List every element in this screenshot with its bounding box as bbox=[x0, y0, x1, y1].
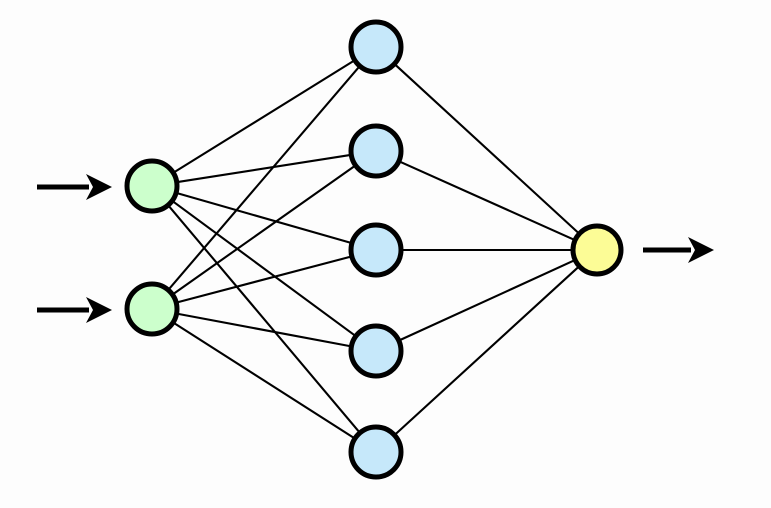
edge-h1-o1 bbox=[394, 63, 580, 234]
hidden-node-h5[interactable] bbox=[348, 424, 404, 480]
edge-i2-h1 bbox=[168, 66, 360, 290]
input-arrow-1 bbox=[37, 174, 112, 200]
edge-h2-o1 bbox=[399, 160, 575, 241]
hidden-node-h1[interactable] bbox=[348, 19, 404, 75]
hidden-node-h3[interactable] bbox=[348, 222, 404, 278]
edge-i2-h2 bbox=[172, 165, 356, 295]
edge-h4-o1 bbox=[399, 259, 575, 342]
nodes-group bbox=[124, 19, 624, 480]
input-arrow-2 bbox=[37, 297, 112, 323]
edge-i1-h5 bbox=[168, 205, 360, 433]
hidden-node-h2[interactable] bbox=[348, 123, 404, 179]
edges-group bbox=[168, 59, 580, 439]
edge-i1-h2 bbox=[177, 154, 351, 183]
edge-i1-h1 bbox=[173, 59, 355, 174]
edge-i2-h5 bbox=[173, 322, 355, 439]
arrows-group bbox=[37, 174, 714, 323]
edge-h5-o1 bbox=[394, 266, 580, 436]
input-arrow-1-head bbox=[86, 174, 112, 200]
input-arrow-2-head bbox=[86, 297, 112, 323]
edge-i1-h3 bbox=[176, 192, 352, 244]
input-node-i2[interactable] bbox=[124, 281, 180, 337]
edge-i2-h4 bbox=[176, 312, 352, 348]
output-node-o1[interactable] bbox=[570, 223, 624, 277]
hidden-node-h4[interactable] bbox=[348, 323, 404, 379]
edge-i2-h3 bbox=[176, 255, 352, 304]
output-arrow-head bbox=[688, 237, 714, 263]
input-node-i1[interactable] bbox=[124, 158, 180, 214]
edge-i1-h4 bbox=[172, 200, 356, 337]
output-arrow bbox=[643, 237, 714, 263]
